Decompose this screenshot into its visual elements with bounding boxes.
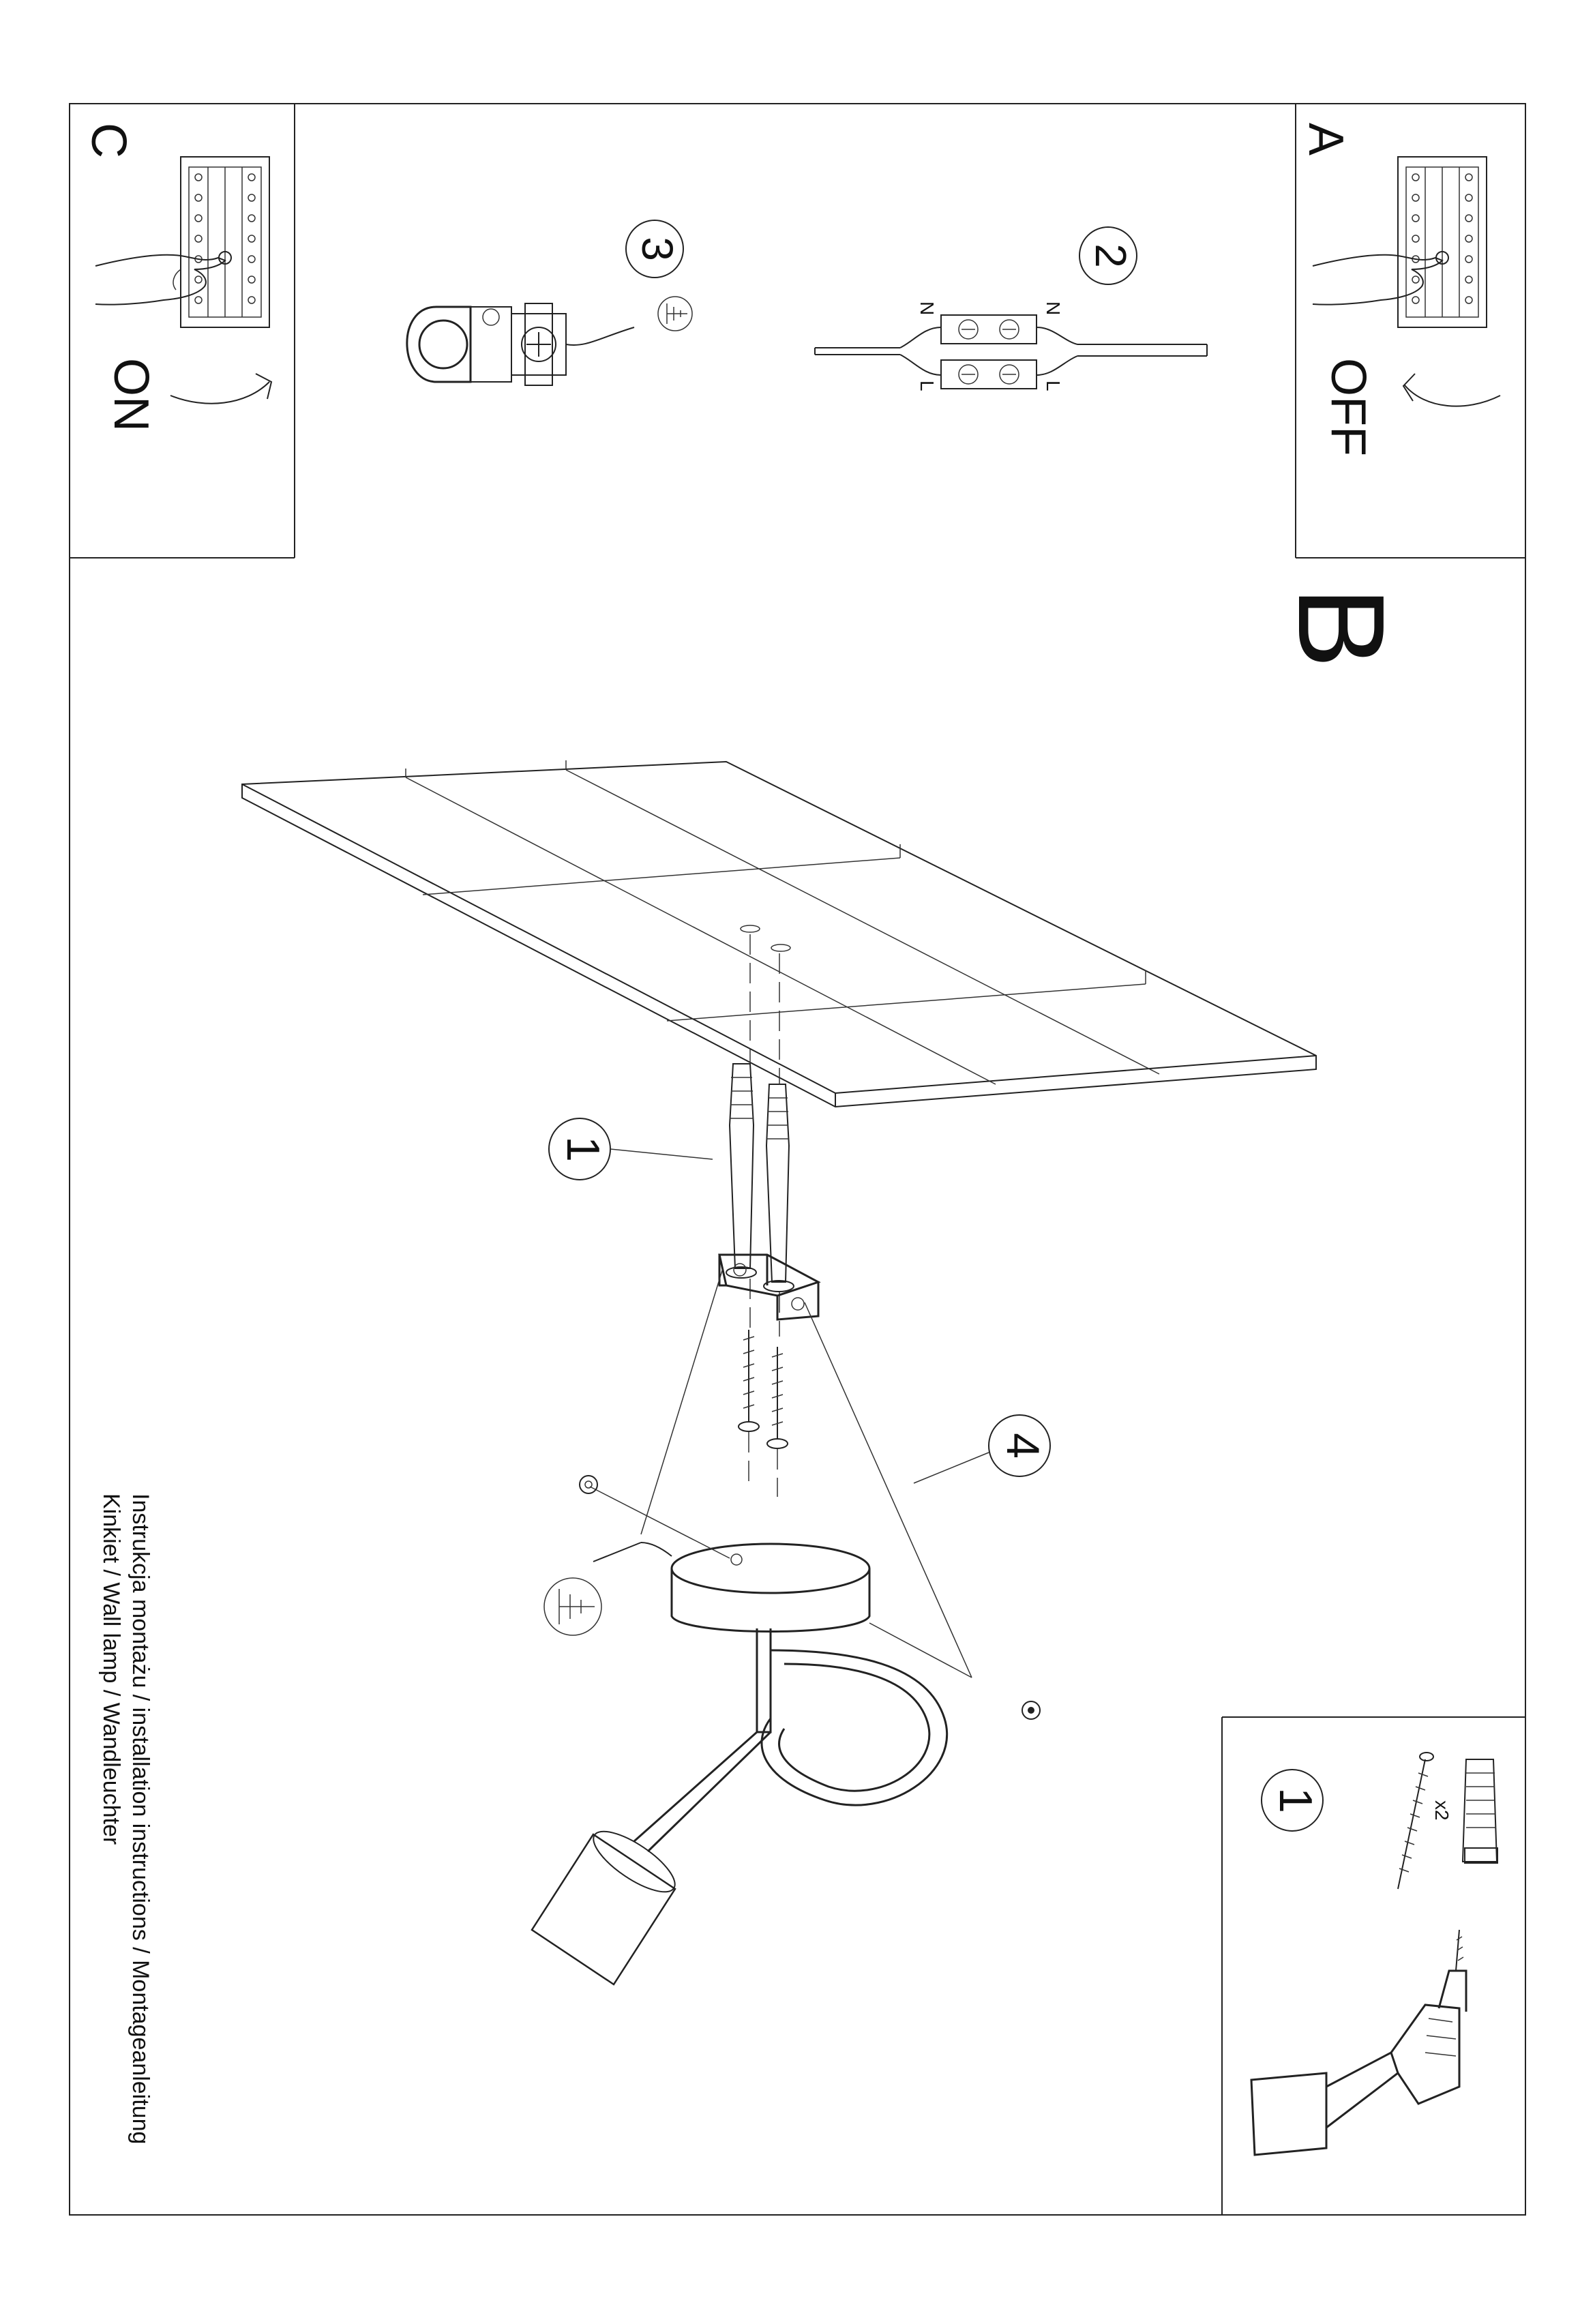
step-1: 1	[548, 925, 794, 1337]
step-2: 2 N N L L	[814, 226, 1208, 391]
parts-quantity: x2	[1431, 1800, 1452, 1821]
hand-icon	[95, 254, 226, 306]
earth-symbol-icon	[543, 1577, 602, 1636]
panel-a-letter: A	[1298, 123, 1353, 155]
parts-step-number: 1	[1270, 1787, 1322, 1813]
dowel-icon	[1461, 1759, 1498, 1864]
step-4-number: 4	[997, 1433, 1049, 1459]
step-3-number: 3	[633, 237, 682, 261]
drill-icon	[1250, 1929, 1467, 2156]
rotate-arrow-icon	[170, 373, 273, 404]
terminal-block-icon	[814, 314, 1208, 389]
dowel-icon	[726, 925, 794, 1292]
step-2-number: 2	[1086, 243, 1135, 268]
wall-panels	[241, 760, 1317, 1108]
label-l-right: L	[1043, 381, 1064, 391]
label-n-left: N	[916, 301, 938, 315]
hand-icon	[1312, 254, 1444, 306]
panel-c-letter: C	[81, 123, 136, 158]
title-line-2: Kinkiet / Wall lamp / Wandleuchter	[98, 1493, 124, 1845]
step-3: 3	[406, 220, 693, 386]
earth-symbol-icon	[657, 296, 693, 331]
title-line-1: Instrukcja montażu / installation instru…	[128, 1493, 153, 2144]
earth-lug-icon	[406, 303, 635, 386]
breaker-box-icon	[1397, 156, 1487, 328]
label-n-right: N	[1043, 301, 1064, 315]
step-4: 4	[589, 1268, 1051, 1678]
panel-a: A OFF	[1298, 123, 1501, 456]
label-l-left: L	[916, 381, 938, 391]
step-1-number: 1	[557, 1136, 609, 1162]
nut-icon	[579, 1475, 598, 1494]
breaker-box-icon	[180, 156, 270, 328]
panel-c-state: ON	[104, 358, 158, 432]
document-title: Instrukcja montażu / installation instru…	[98, 1493, 153, 2144]
mounting-bracket-icon	[718, 1253, 821, 1321]
rotate-arrow-icon	[1402, 373, 1501, 407]
wood-screw-icon	[738, 1330, 788, 1497]
wall-lamp-icon	[531, 1542, 949, 1986]
panel-c: C ON	[81, 123, 273, 432]
page-frame	[69, 103, 1526, 2216]
parts-panel: 1 x2	[1250, 1752, 1498, 2156]
panel-b-letter: B	[1272, 586, 1410, 668]
panel-a-state: OFF	[1321, 358, 1375, 456]
screw-head-icon	[1022, 1701, 1041, 1720]
screw-icon	[1397, 1752, 1434, 1890]
